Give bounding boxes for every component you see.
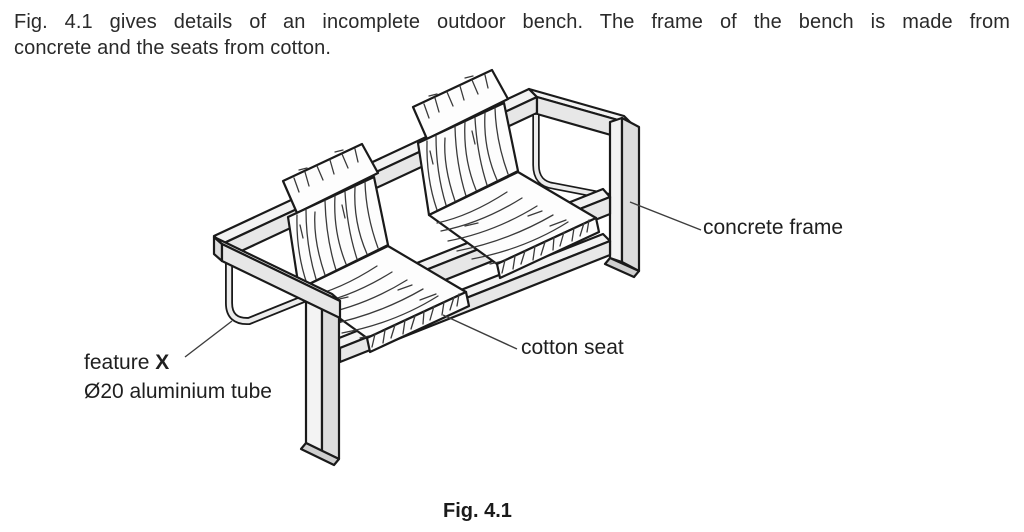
figure-caption: Fig. 4.1 bbox=[443, 500, 512, 522]
label-concrete-frame: concrete frame bbox=[703, 216, 844, 239]
leader-line-cotton-seat bbox=[442, 314, 518, 350]
left-arm-rail bbox=[212, 235, 342, 320]
label-feature-spec: Ø20 aluminium tube bbox=[84, 380, 272, 403]
right-front-leg bbox=[603, 116, 641, 279]
leader-lines bbox=[184, 201, 702, 358]
aluminium-tube-feature-x bbox=[225, 263, 308, 326]
label-cotton-seat: cotton seat bbox=[521, 336, 624, 359]
aluminium-tube-right bbox=[532, 115, 612, 201]
leader-line-feature-x bbox=[184, 320, 233, 358]
leader-line-concrete-frame bbox=[629, 201, 702, 231]
label-feature-x-line: feature X bbox=[84, 348, 272, 377]
label-feature-x: feature X Ø20 aluminium tube bbox=[84, 348, 272, 406]
intro-text-line-1: Fig. 4.1 gives details of an incomplete … bbox=[14, 11, 1010, 33]
feature-label-id: X bbox=[155, 351, 170, 374]
left-front-leg bbox=[299, 284, 341, 467]
intro-text-line-2: concrete and the seats from cotton. bbox=[14, 37, 332, 59]
feature-label-prefix: feature bbox=[84, 351, 156, 374]
